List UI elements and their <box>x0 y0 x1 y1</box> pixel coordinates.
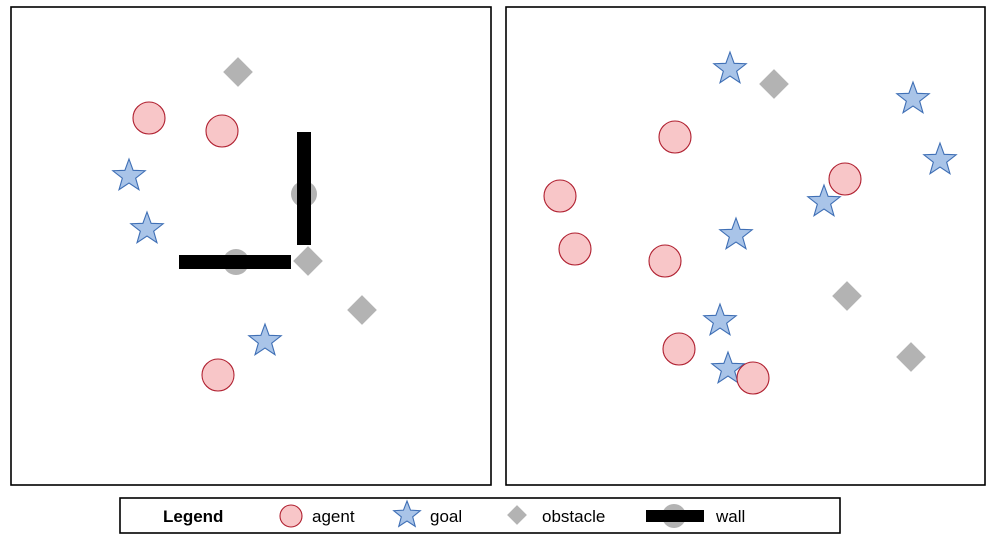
right-goal-5 <box>718 216 754 251</box>
legend-goal-icon <box>392 499 422 528</box>
right-agent-2 <box>543 179 577 213</box>
legend-title: Legend <box>163 507 223 526</box>
right-agent-1 <box>658 120 692 154</box>
legend-obstacle-label: obstacle <box>542 507 605 526</box>
legend-item-agent: agent <box>279 504 355 528</box>
legend-item-obstacle: obstacle <box>507 505 605 526</box>
left-agent-3 <box>201 358 235 392</box>
left-obstacle-3 <box>347 295 377 325</box>
right-agent-7 <box>736 361 770 395</box>
legend-item-wall: wall <box>646 504 745 528</box>
right-goal-2 <box>895 80 931 115</box>
right-goal-4 <box>806 183 842 218</box>
legend-goal-label: goal <box>430 507 462 526</box>
right-agent-3 <box>558 232 592 266</box>
legend-agent-label: agent <box>312 507 355 526</box>
right-obstacle-1 <box>759 69 789 99</box>
left-goal-2 <box>129 210 165 245</box>
left-goal-1 <box>111 157 147 192</box>
legend-wall-icon <box>646 510 704 522</box>
left-agent-2 <box>205 114 239 148</box>
right-agent-5 <box>828 162 862 196</box>
legend-wall-label: wall <box>715 507 745 526</box>
left-agent-1 <box>132 101 166 135</box>
left-obstacle-2 <box>293 246 323 276</box>
left-obstacle-1 <box>223 57 253 87</box>
left-panel-frame <box>10 6 492 486</box>
legend-box: Legend agent goal obstacle wall <box>119 497 841 534</box>
right-goal-1 <box>712 50 748 85</box>
right-goal-7 <box>710 350 746 385</box>
right-goal-6 <box>702 302 738 337</box>
legend-obstacle-icon <box>507 505 527 525</box>
right-agent-4 <box>648 244 682 278</box>
left-wall-1 <box>297 132 311 245</box>
legend-agent-icon <box>279 504 303 528</box>
left-scene-panel <box>10 6 492 486</box>
left-wall-2 <box>179 255 291 269</box>
legend-frame <box>119 497 841 534</box>
right-scene-panel <box>505 6 986 486</box>
left-goal-3 <box>247 322 283 357</box>
right-obstacle-3 <box>896 342 926 372</box>
legend-item-goal: goal <box>392 499 462 528</box>
right-agent-6 <box>662 332 696 366</box>
right-obstacle-2 <box>832 281 862 311</box>
right-goal-3 <box>922 141 958 176</box>
